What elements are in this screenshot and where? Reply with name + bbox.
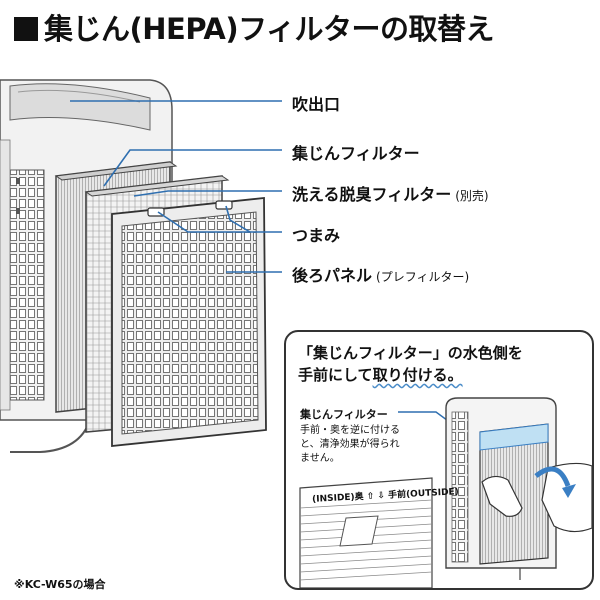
hands-illustration xyxy=(481,462,592,533)
leader-lines xyxy=(70,100,282,273)
callout-illustration xyxy=(299,397,592,588)
label-outlet: 吹出口 xyxy=(292,95,341,114)
label-back-panel: 後ろパネル(プレフィルター) xyxy=(292,262,469,286)
label-deodorizer-text: 洗える脱臭フィルター xyxy=(292,185,452,204)
callout-title-emphasis: 取り付ける。 xyxy=(372,366,463,384)
callout-title-plain: 手前にして xyxy=(298,366,373,384)
label-deodorizer-filter: 洗える脱臭フィルター(別売) xyxy=(292,181,489,205)
label-knob: つまみ xyxy=(292,226,341,245)
label-deodorizer-note: (別売) xyxy=(455,189,489,203)
callout-warning-text: 手前・奥を逆に付ける と、清浄効果が得られ ません。 xyxy=(300,425,400,464)
label-back-panel-text: 後ろパネル xyxy=(292,266,373,285)
filter-closeup xyxy=(299,477,433,588)
label-dust-filter: 集じんフィルター xyxy=(292,144,420,163)
callout-title-line1: 「集じんフィルター」の水色側を xyxy=(298,344,523,362)
back-panel xyxy=(111,197,267,447)
callout-title: 「集じんフィルター」の水色側を 手前にして取り付ける。 xyxy=(298,342,523,386)
label-back-panel-note: (プレフィルター) xyxy=(376,270,470,284)
page-title: 集じん(HEPA)フィルターの取替え xyxy=(14,6,495,48)
callout-title-line2: 手前にして取り付ける。 xyxy=(298,364,523,386)
model-note: ※KC-W65の場合 xyxy=(14,578,106,591)
callout-filter-label: 集じんフィルター xyxy=(300,408,388,421)
title-square-icon xyxy=(14,17,38,41)
install-direction-callout: 「集じんフィルター」の水色側を 手前にして取り付ける。 集じんフィルター 手前・… xyxy=(284,330,594,590)
knob-right xyxy=(215,200,233,210)
page-title-text: 集じん(HEPA)フィルターの取替え xyxy=(44,12,495,46)
